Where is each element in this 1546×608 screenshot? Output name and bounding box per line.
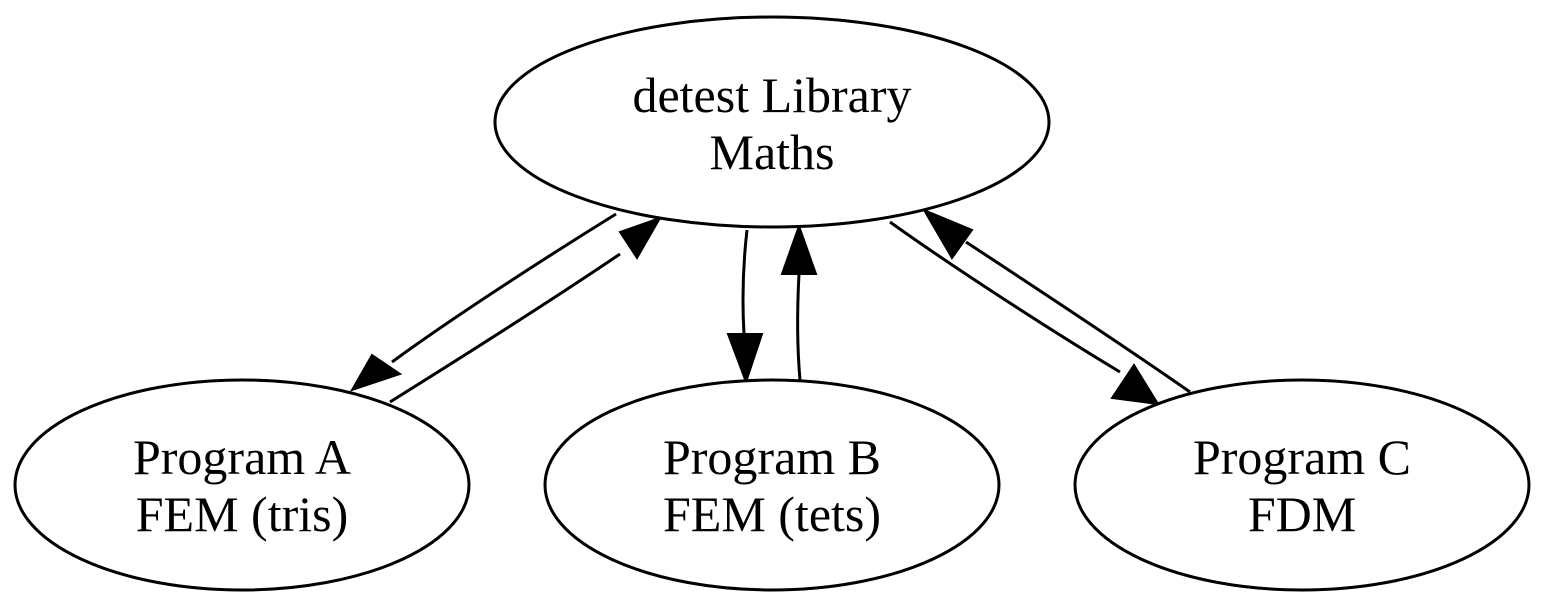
arrowhead-icon: [618, 216, 663, 260]
arrowhead-icon: [1110, 363, 1160, 406]
node-program-b: Program B FEM (tets): [543, 378, 1001, 592]
node-program-a: Program A FEM (tris): [13, 378, 471, 592]
edge-program-c-to-library: [921, 207, 1191, 394]
edge-library-to-program-a: [349, 212, 617, 392]
node-library-title: detest Library: [632, 67, 911, 123]
node-program-c: Program C FDM: [1073, 378, 1531, 592]
node-program-c-title: Program C: [1193, 429, 1411, 485]
arrowhead-icon: [349, 353, 403, 392]
node-program-b-title: Program B: [663, 429, 881, 485]
arrowhead-icon: [780, 223, 818, 275]
node-program-c-subtitle: FDM: [1248, 486, 1356, 542]
arrowhead-icon: [921, 207, 974, 260]
node-program-a-subtitle: FEM (tris): [136, 486, 349, 542]
edge-library-to-program-c: [889, 220, 1160, 406]
node-program-a-title: Program A: [133, 429, 351, 485]
node-program-b-subtitle: FEM (tets): [663, 486, 881, 542]
arrowhead-icon: [726, 333, 764, 385]
node-library-subtitle: Maths: [710, 124, 835, 180]
edge-program-a-to-library: [389, 216, 663, 404]
node-library: detest Library Maths: [493, 15, 1051, 229]
edge-library-to-program-b: [726, 229, 764, 385]
edge-program-b-to-library: [780, 223, 818, 381]
